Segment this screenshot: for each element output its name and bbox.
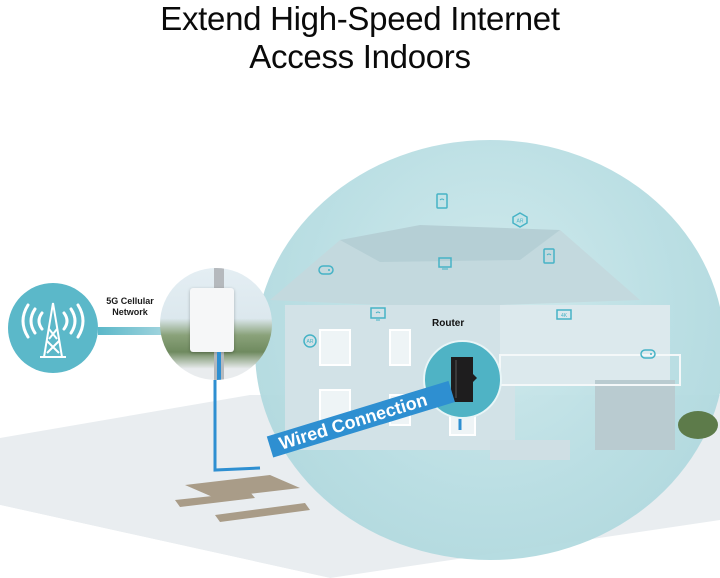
ethernet-cable <box>217 352 221 380</box>
gamepad-icon <box>640 349 656 359</box>
tv-icon <box>438 257 452 270</box>
cell-tower-badge <box>8 283 98 373</box>
tablet-wifi-icon <box>436 193 448 209</box>
svg-text:AR: AR <box>307 339 314 345</box>
title-line-2: Access Indoors <box>249 38 471 75</box>
page-title: Extend High-Speed Internet Access Indoor… <box>0 0 720 76</box>
router-icon <box>451 357 477 402</box>
tv-4k-icon: 4K <box>556 309 572 320</box>
title-line-1: Extend High-Speed Internet <box>160 0 560 37</box>
router-label: Router <box>432 318 465 329</box>
svg-text:4K: 4K <box>561 313 568 319</box>
cellular-network-label: 5G Cellular Network <box>106 296 154 317</box>
outdoor-cpe-photo <box>160 268 272 380</box>
outdoor-cpe-device <box>190 288 234 352</box>
tablet-wifi-icon <box>543 248 555 264</box>
ar-headset-icon: AR <box>303 334 317 348</box>
gamepad-icon <box>318 265 334 275</box>
ar-headset-icon: AR <box>512 212 528 228</box>
cell-tower-icon <box>21 302 85 358</box>
cellular-link-bar <box>98 327 162 335</box>
monitor-wifi-icon <box>370 307 386 321</box>
svg-text:AR: AR <box>517 219 524 225</box>
